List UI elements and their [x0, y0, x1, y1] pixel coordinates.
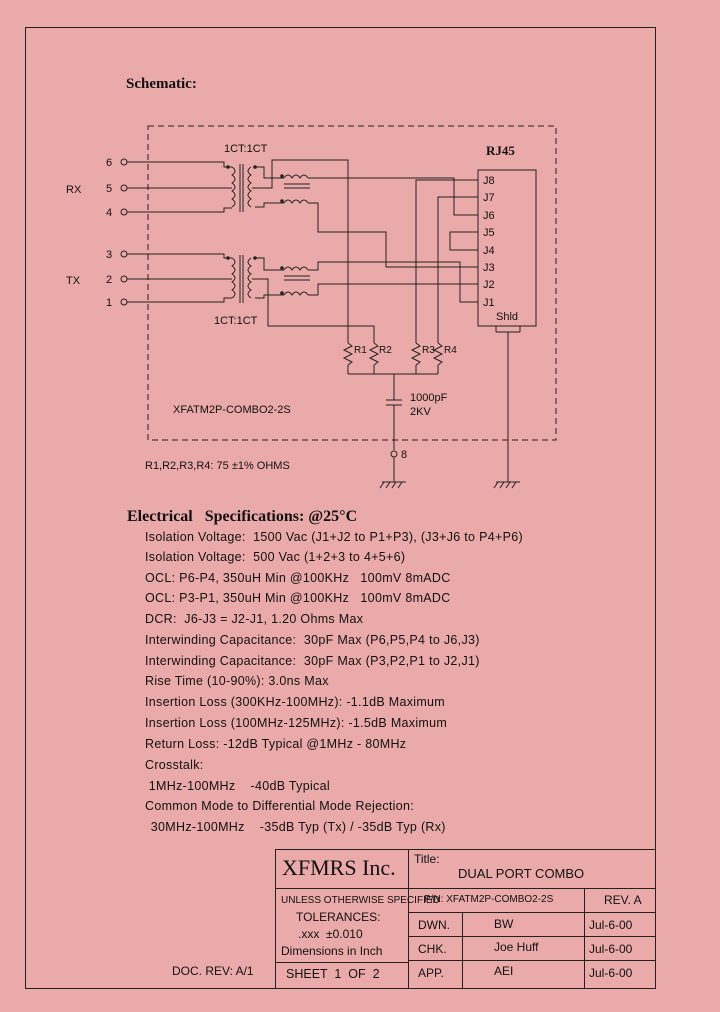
spec-line: Insertion Loss (100MHz-125MHz): -1.5dB M…	[145, 716, 448, 730]
spec-line: Common Mode to Differential Mode Rejecti…	[145, 799, 415, 813]
schematic-heading: Schematic:	[126, 76, 197, 92]
connector-pin-label: J6	[483, 210, 495, 222]
pin-1-terminal	[120, 298, 128, 306]
connector-pin-label: J4	[483, 245, 495, 257]
spec-line: Crosstalk:	[145, 758, 204, 772]
tolerances-label: TOLERANCES:	[296, 910, 381, 924]
resistor-label: R4	[444, 345, 457, 356]
rx-group-label: RX	[66, 184, 82, 196]
ground-pin-terminal	[390, 450, 398, 458]
pin-4-terminal	[120, 208, 128, 216]
tolerance-value: .xxx ±0.010	[298, 927, 363, 941]
dimensions-note: Dimensions in Inch	[281, 944, 383, 958]
drawing-frame	[25, 27, 656, 989]
connector-label: RJ45	[486, 143, 515, 158]
row-label: CHK.	[418, 942, 447, 956]
spec-line: Isolation Voltage: 1500 Vac (J1+J2 to P1…	[145, 530, 523, 544]
spec-line: Insertion Loss (300KHz-100MHz): -1.1dB M…	[145, 695, 446, 709]
left-pin-label: 1	[106, 297, 112, 309]
row-name: Joe Huff	[494, 940, 539, 954]
row-date: Jul-6-00	[589, 918, 633, 932]
shield-label: Shld	[496, 311, 518, 323]
left-pin-label: 2	[106, 274, 112, 286]
connector-pin-label: J3	[483, 262, 495, 274]
company-name: XFMRS Inc.	[282, 855, 396, 880]
tx-primary-coil	[231, 257, 236, 299]
specs-heading: Electrical Specifications: @25°C	[127, 508, 358, 525]
resistor-r1	[342, 342, 354, 366]
left-pin-label: 5	[106, 183, 112, 195]
spec-line: 1MHz-100MHz -40dB Typical	[145, 779, 330, 793]
connector-pin-label: J7	[483, 192, 495, 204]
transformer-bottom-label: 1CT:1CT	[214, 315, 258, 327]
unless-note: UNLESS OTHERWISE SPECIFIED	[281, 895, 440, 906]
spec-line: OCL: P6-P4, 350uH Min @100KHz 100mV 8mAD…	[145, 571, 451, 585]
resistor-note: R1,R2,R3,R4: 75 ±1% OHMS	[145, 460, 290, 472]
spec-line: Isolation Voltage: 500 Vac (1+2+3 to 4+5…	[145, 550, 406, 564]
connector-pin-label: J8	[483, 175, 495, 187]
spec-line: OCL: P3-P1, 350uH Min @100KHz 100mV 8mAD…	[145, 591, 451, 605]
row-label: APP.	[418, 966, 444, 980]
ground-pin-label: 8	[401, 449, 407, 461]
spec-line: 30MHz-100MHz -35dB Typ (Tx) / -35dB Typ …	[147, 820, 446, 834]
pin-6-terminal	[120, 158, 128, 166]
resistor-r4	[432, 342, 444, 366]
pin-3-terminal	[120, 250, 128, 258]
row-date: Jul-6-00	[589, 942, 633, 956]
row-name: BW	[494, 917, 514, 931]
schematic-diagram: 1CT:1CT 1CT:1CT RJ45 RX TX 6 5 4 3 2 1 J…	[66, 125, 557, 489]
module-boundary	[147, 125, 557, 441]
sheet-number: SHEET 1 OF 2	[286, 967, 380, 981]
pin-5-terminal	[120, 184, 128, 192]
capacitor-voltage: 2KV	[410, 406, 431, 418]
spec-line: Interwinding Capacitance: 30pF Max (P3,P…	[145, 654, 480, 668]
spec-line: Rise Time (10-90%): 3.0ns Max	[145, 674, 329, 688]
capacitor-value: 1000pF	[410, 392, 448, 404]
title-label: Title:	[414, 852, 440, 866]
row-name: AEI	[494, 964, 514, 978]
spec-line: DCR: J6-J3 = J2-J1, 1.20 Ohms Max	[145, 612, 364, 626]
left-pin-label: 3	[106, 249, 112, 261]
resistor-r2	[368, 342, 380, 366]
resistor-r3	[410, 342, 422, 366]
transformer-top-label: 1CT:1CT	[224, 143, 268, 155]
revision: REV. A	[604, 893, 642, 907]
rx-secondary-coil	[247, 166, 252, 208]
part-number: P/N: XFATM2P-COMBO2-2S	[424, 894, 554, 905]
part-label: XFATM2P-COMBO2-2S	[173, 404, 291, 416]
row-label: DWN.	[418, 918, 450, 932]
drawing-title: DUAL PORT COMBO	[458, 866, 585, 881]
left-pin-label: 6	[106, 157, 112, 169]
connector-pin-label: J2	[483, 279, 495, 291]
rx-primary-coil	[231, 166, 236, 208]
connector-pin-label: J1	[483, 297, 495, 309]
doc-revision: DOC. REV: A/1	[172, 964, 254, 978]
resistor-label: R1	[354, 345, 367, 356]
left-pin-label: 4	[106, 207, 112, 219]
spec-line: Interwinding Capacitance: 30pF Max (P6,P…	[145, 633, 480, 647]
connector-pin-label: J5	[483, 227, 495, 239]
resistor-label: R3	[422, 345, 435, 356]
tx-secondary-coil	[247, 257, 252, 299]
row-date: Jul-6-00	[589, 966, 633, 980]
tx-group-label: TX	[66, 275, 81, 287]
resistor-label: R2	[379, 345, 392, 356]
spec-line: Return Loss: -12dB Typical @1MHz - 80MHz	[145, 737, 407, 751]
pin-2-terminal	[120, 275, 128, 283]
